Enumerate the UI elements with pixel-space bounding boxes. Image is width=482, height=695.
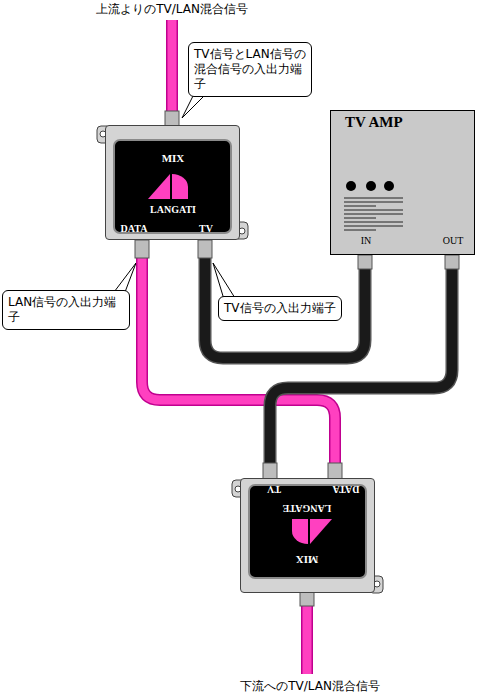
device-label: IN	[361, 235, 372, 247]
callout-tail	[108, 90, 240, 306]
terminal-label: LANGATI	[150, 204, 196, 216]
cable-stroke	[270, 255, 452, 478]
terminal-label: MIX	[296, 553, 319, 566]
callout-bubble: TV信号とLAN信号の混合信号の入出力端子	[188, 42, 312, 97]
terminal-label: DATA	[121, 223, 148, 235]
callout-text: TV信号とLAN信号の混合信号の入出力端子	[194, 47, 306, 92]
coax-cable	[205, 240, 365, 358]
coax-cable	[270, 255, 452, 478]
terminal-label: TV	[199, 223, 213, 235]
callout-bubble: LAN信号の入出力端子	[2, 290, 130, 330]
device-label: OUT	[443, 235, 464, 247]
device-label: TV AMP	[345, 114, 403, 131]
amp-panel	[331, 111, 476, 256]
signal-label: 上流よりのTV/LAN混合信号	[96, 2, 248, 16]
langate-splitter: MIX LANGATIDATA TV	[105, 125, 240, 240]
callout-text: TV信号の入出力端子	[224, 301, 336, 316]
terminal-label: MIX	[162, 152, 185, 165]
langate-splitter: TV DATALANGATE MIX	[240, 478, 375, 593]
terminal-label: LANGATE	[283, 502, 332, 514]
cable-stroke	[205, 240, 365, 358]
tv-amplifier: TV AMP IN OUT	[330, 110, 475, 255]
signal-label: 下流へのTV/LAN混合信号	[240, 679, 380, 693]
terminal-label: DATA	[333, 483, 360, 495]
cable-stroke	[205, 240, 365, 358]
callout-text: LAN信号の入出力端子	[8, 295, 124, 325]
cable-stroke	[270, 255, 452, 478]
callout-bubble: TV信号の入出力端子	[218, 296, 342, 321]
terminal-label: TV	[267, 483, 281, 495]
